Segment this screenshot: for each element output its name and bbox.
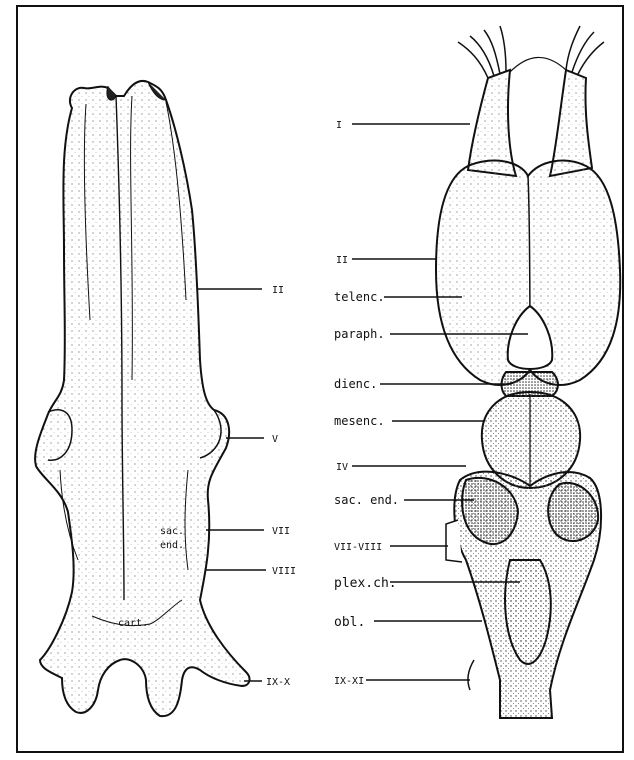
label-skull-ii: II (272, 285, 284, 296)
label-skull-sac: sac. (160, 526, 184, 537)
label-brain-mesenc: mesenc. (334, 414, 385, 428)
label-brain-telenc: telenc. (334, 290, 385, 304)
label-brain-plex-ch: plex.ch. (334, 576, 397, 591)
label-brain-dienc: dienc. (334, 377, 377, 391)
label-skull-vii: VII (272, 526, 290, 537)
label-brain-sac-end: sac. end. (334, 493, 399, 507)
label-brain-i: I (336, 120, 342, 131)
label-brain-vii-viii: VII-VIII (334, 542, 382, 553)
label-skull-cart: cart. (118, 618, 148, 629)
label-skull-end: end. (160, 540, 184, 551)
label-brain-iv: IV (336, 462, 348, 473)
label-skull-v: V (272, 434, 278, 445)
label-brain-ii: II (336, 255, 348, 266)
label-brain-paraph: paraph. (334, 327, 385, 341)
label-skull-ix-x: IX-X (266, 677, 290, 688)
brain-labels: I II telenc. paraph. dienc. mesenc. IV s… (334, 120, 399, 687)
label-brain-ix-xi: IX-XI (334, 676, 364, 687)
brain-drawing (436, 26, 620, 718)
label-brain-obl: obl. (334, 615, 365, 630)
label-skull-viii: VIII (272, 566, 296, 577)
